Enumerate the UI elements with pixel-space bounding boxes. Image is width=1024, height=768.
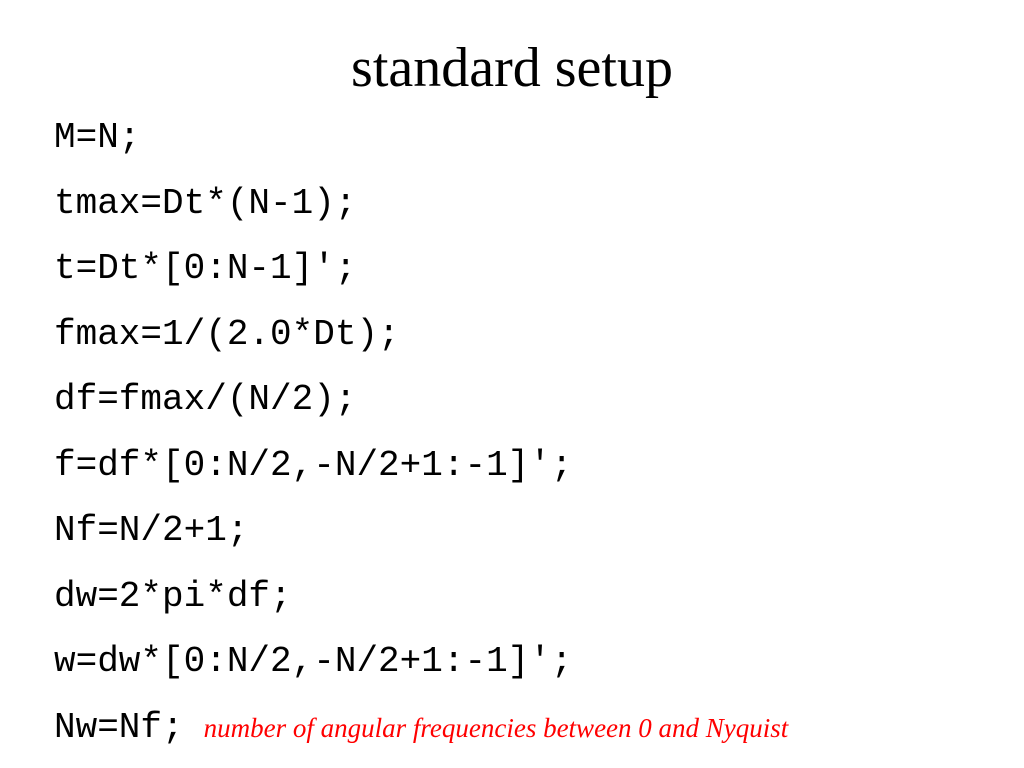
code-line: tmax=Dt*(N-1); (54, 171, 788, 237)
code-line: df=fmax/(N/2); (54, 367, 788, 433)
code-text: t=Dt*[0:N-1]'; (54, 248, 357, 289)
code-line: fmax=1/(2.0*Dt); (54, 302, 788, 368)
code-text: f=df*[0:N/2,-N/2+1:-1]'; (54, 444, 573, 486)
code-line: f=df*[0:N/2,-N/2+1:-1]'; (54, 433, 788, 499)
code-line: w=dw*[0:N/2,-N/2+1:-1]'; (54, 629, 788, 695)
code-text: dw=2*pi*df; (54, 575, 292, 617)
code-line: Nw=Nf; number of angular frequencies betw… (54, 695, 788, 761)
code-text: fmax=1/(2.0*Dt); (54, 313, 400, 355)
code-block: M=N; tmax=Dt*(N-1); t=Dt*[0:N-1]'; fmax=… (54, 105, 788, 760)
slide-title: standard setup (351, 37, 673, 99)
code-line: dw=2*pi*df; (54, 564, 788, 630)
code-line: Nf=N/2+1; (54, 498, 788, 564)
code-line: M=N; (54, 105, 788, 171)
code-comment: number of angular frequencies between 0 … (203, 712, 789, 743)
code-text: Nw=Nf; (54, 706, 184, 748)
code-text: Nf=N/2+1; (54, 510, 249, 551)
code-text: w=dw*[0:N/2,-N/2+1:-1]'; (54, 641, 573, 682)
code-text: tmax=Dt*(N-1); (54, 182, 357, 224)
code-text: df=fmax/(N/2); (54, 379, 357, 420)
code-text: M=N; (54, 117, 141, 158)
code-line: t=Dt*[0:N-1]'; (54, 236, 788, 302)
